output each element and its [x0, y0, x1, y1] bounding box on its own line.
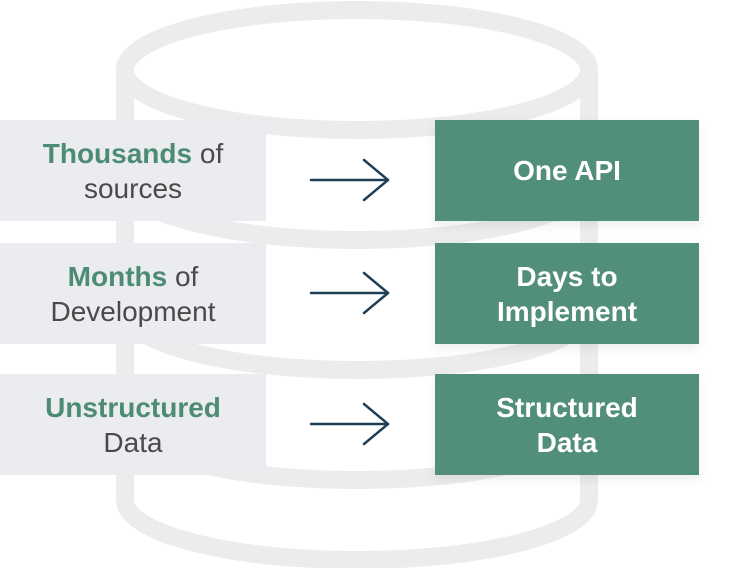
right-line1: One API	[513, 155, 621, 186]
left-line2: Development	[50, 295, 216, 327]
right-line2: Implement	[496, 295, 638, 327]
right-box-days-to-implement: Days to Implement	[435, 243, 699, 344]
left-line2: sources	[83, 172, 183, 204]
right-arrow-icon	[309, 402, 390, 446]
left-rest: of	[167, 260, 199, 292]
left-highlight: Thousands	[42, 137, 193, 169]
left-highlight: Unstructured	[45, 391, 221, 423]
right-line1: Days to	[516, 260, 618, 292]
left-highlight: Months	[67, 260, 168, 292]
right-line2: Data	[536, 426, 598, 458]
right-box-structured-data: Structured Data	[435, 374, 699, 475]
left-line2: Data	[103, 426, 163, 458]
right-box-one-api: One API	[435, 120, 699, 221]
left-box-months: Months of Development	[0, 243, 266, 344]
left-box-unstructured: Unstructured Data	[0, 374, 266, 475]
right-arrow-icon	[309, 271, 390, 315]
right-line1: Structured	[496, 391, 638, 423]
right-arrow-icon	[309, 158, 390, 202]
left-box-thousands: Thousands of sources	[0, 120, 266, 221]
left-rest: of	[192, 137, 224, 169]
